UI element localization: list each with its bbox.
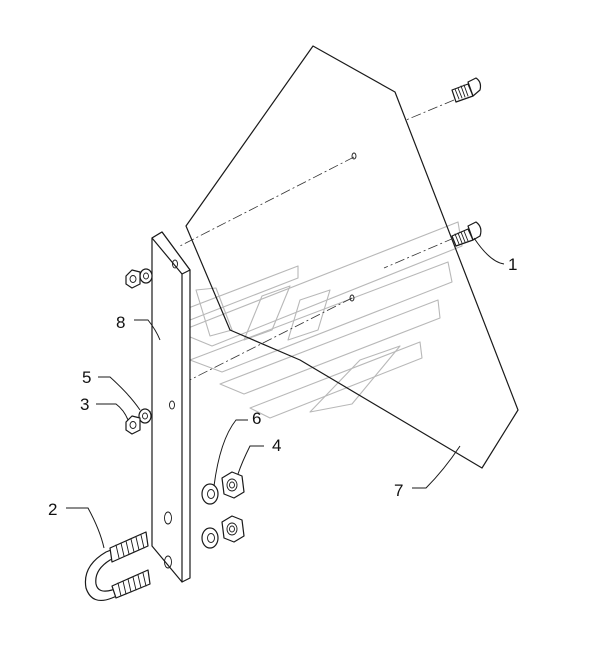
bolt-lower	[451, 221, 482, 247]
nut-lower	[221, 515, 245, 543]
callout-1: 1	[508, 255, 517, 274]
callout-8: 8	[116, 313, 125, 332]
callout-3: 3	[80, 395, 89, 414]
u-bolt	[84, 531, 151, 601]
flat-bar-bracket	[151, 231, 191, 583]
watermark-logo	[177, 221, 463, 419]
bolt-top	[451, 77, 482, 103]
upper-nut-washer	[125, 268, 153, 289]
shield-plate	[185, 45, 519, 469]
nut-upper	[221, 471, 245, 499]
callout-2: 2	[48, 500, 57, 519]
washer-lower	[201, 527, 219, 549]
callout-6: 6	[252, 409, 261, 428]
callout-5: 5	[82, 368, 91, 387]
callout-4: 4	[272, 436, 281, 455]
callout-7: 7	[394, 481, 403, 500]
leader-lines	[66, 237, 505, 549]
washer-upper	[201, 483, 219, 505]
nut-and-washer	[125, 408, 152, 435]
